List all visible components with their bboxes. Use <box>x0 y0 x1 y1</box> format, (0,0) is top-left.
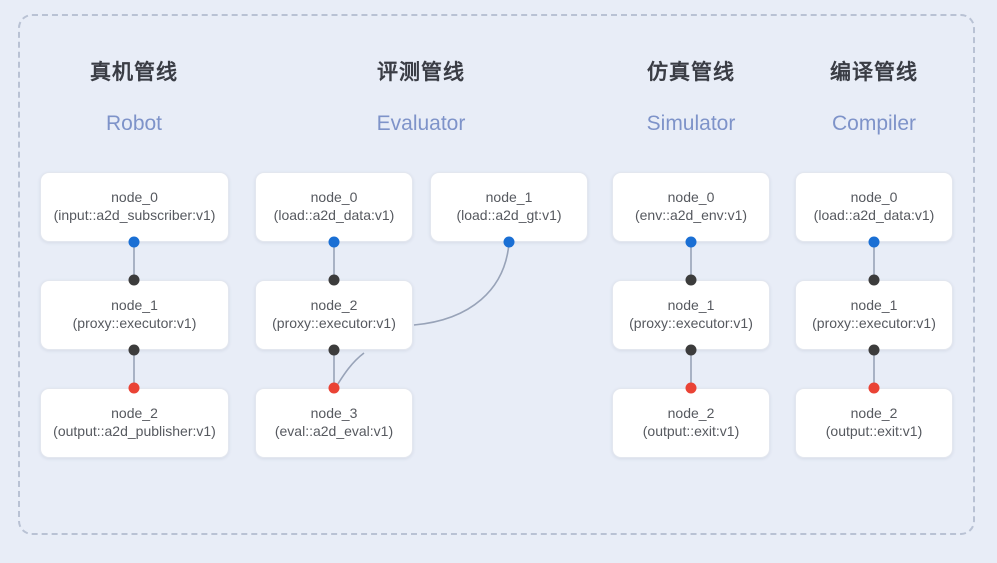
node-title: node_1 <box>850 297 898 313</box>
node-title: node_1 <box>485 189 533 205</box>
column-header-compiler: 编译管线 Compiler <box>784 62 964 134</box>
port-input-sim-node-1[interactable] <box>685 274 697 286</box>
port-output-eval-node-2[interactable] <box>328 344 340 356</box>
node-title: node_1 <box>111 297 158 313</box>
node-sim-node-1[interactable]: node_1 (proxy::executor:v1) <box>612 280 770 350</box>
node-comp-node-1[interactable]: node_1 (proxy::executor:v1) <box>795 280 953 350</box>
column-title-en-simulator: Simulator <box>646 112 736 135</box>
column-header-robot: 真机管线 Robot <box>44 62 224 134</box>
port-input-robot-node-2[interactable] <box>128 382 140 394</box>
port-input-comp-node-1[interactable] <box>868 274 880 286</box>
port-output-comp-node-0[interactable] <box>868 236 880 248</box>
node-eval-node-3[interactable]: node_3 (eval::a2d_eval:v1) <box>255 388 413 458</box>
port-output-comp-node-1[interactable] <box>868 344 880 356</box>
column-title-cn-compiler: 编译管线 <box>830 61 918 84</box>
node-eval-node-1[interactable]: node_1 (load::a2d_gt:v1) <box>430 172 588 242</box>
node-comp-node-2[interactable]: node_2 (output::exit:v1) <box>795 388 953 458</box>
port-input-comp-node-2[interactable] <box>868 382 880 394</box>
node-title: node_2 <box>310 297 358 313</box>
node-sim-node-2[interactable]: node_2 (output::exit:v1) <box>612 388 770 458</box>
port-output-robot-node-1[interactable] <box>128 344 140 356</box>
node-sim-node-0[interactable]: node_0 (env::a2d_env:v1) <box>612 172 770 242</box>
port-input-robot-node-1[interactable] <box>128 274 140 286</box>
node-robot-node-1[interactable]: node_1 (proxy::executor:v1) <box>40 280 229 350</box>
node-subtitle: (eval::a2d_eval:v1) <box>274 423 394 439</box>
column-header-evaluator: 评测管线 Evaluator <box>331 62 511 134</box>
node-title: node_2 <box>111 405 158 421</box>
column-title-cn-evaluator: 评测管线 <box>377 61 465 84</box>
port-output-sim-node-0[interactable] <box>685 236 697 248</box>
column-title-en-compiler: Compiler <box>831 112 917 135</box>
column-title-cn-robot: 真机管线 <box>90 61 178 84</box>
node-title: node_2 <box>667 405 715 421</box>
column-title-cn-simulator: 仿真管线 <box>647 61 735 84</box>
node-title: node_0 <box>667 189 715 205</box>
node-subtitle: (proxy::executor:v1) <box>812 315 936 331</box>
node-title: node_2 <box>850 405 898 421</box>
node-subtitle: (load::a2d_data:v1) <box>813 207 935 223</box>
node-subtitle: (load::a2d_gt:v1) <box>456 207 562 223</box>
node-subtitle: (proxy::executor:v1) <box>72 315 197 331</box>
column-header-simulator: 仿真管线 Simulator <box>601 62 781 134</box>
port-output-eval-node-0[interactable] <box>328 236 340 248</box>
node-subtitle: (load::a2d_data:v1) <box>273 207 395 223</box>
node-comp-node-0[interactable]: node_0 (load::a2d_data:v1) <box>795 172 953 242</box>
port-output-sim-node-1[interactable] <box>685 344 697 356</box>
node-title: node_0 <box>850 189 898 205</box>
port-output-eval-node-1[interactable] <box>503 236 515 248</box>
port-input-eval-node-3[interactable] <box>328 382 340 394</box>
node-eval-node-0[interactable]: node_0 (load::a2d_data:v1) <box>255 172 413 242</box>
node-subtitle: (proxy::executor:v1) <box>629 315 753 331</box>
node-title: node_3 <box>310 405 358 421</box>
port-input-eval-node-2[interactable] <box>328 274 340 286</box>
node-title: node_1 <box>667 297 715 313</box>
node-eval-node-2[interactable]: node_2 (proxy::executor:v1) <box>255 280 413 350</box>
node-subtitle: (output::a2d_publisher:v1) <box>53 423 216 439</box>
node-subtitle: (input::a2d_subscriber:v1) <box>53 207 216 223</box>
node-subtitle: (output::exit:v1) <box>825 423 923 439</box>
node-subtitle: (env::a2d_env:v1) <box>634 207 748 223</box>
node-robot-node-0[interactable]: node_0 (input::a2d_subscriber:v1) <box>40 172 229 242</box>
node-robot-node-2[interactable]: node_2 (output::a2d_publisher:v1) <box>40 388 229 458</box>
node-title: node_0 <box>310 189 358 205</box>
node-subtitle: (output::exit:v1) <box>642 423 740 439</box>
column-title-en-robot: Robot <box>105 112 163 135</box>
node-subtitle: (proxy::executor:v1) <box>272 315 396 331</box>
diagram-dashed-frame <box>18 14 975 535</box>
node-title: node_0 <box>111 189 158 205</box>
port-input-sim-node-2[interactable] <box>685 382 697 394</box>
port-output-robot-node-0[interactable] <box>128 236 140 248</box>
column-title-en-evaluator: Evaluator <box>376 112 466 135</box>
